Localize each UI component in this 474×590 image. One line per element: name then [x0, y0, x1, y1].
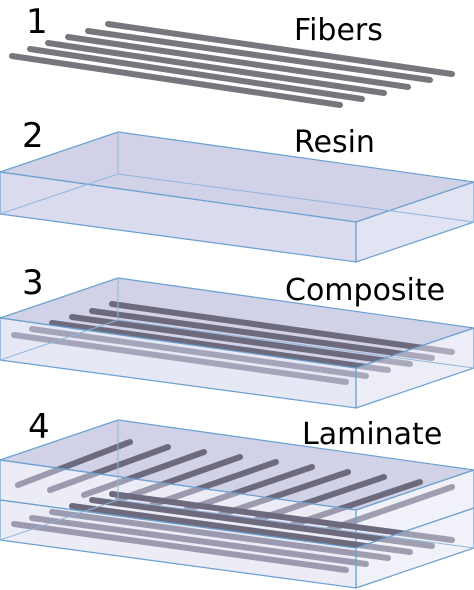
step-title: Fibers: [294, 13, 383, 48]
fiber: [29, 515, 369, 567]
fiber: [89, 308, 435, 361]
fiber: [49, 509, 391, 561]
fiber: [183, 464, 315, 513]
fiber: [15, 439, 133, 488]
fiber: [45, 40, 387, 96]
fiber: [89, 497, 435, 549]
fiber: [49, 320, 391, 373]
fiber: [115, 454, 243, 503]
step-number: 2: [22, 116, 44, 156]
fiber: [109, 301, 455, 355]
step-title: Resin: [294, 125, 375, 160]
fiber: [105, 21, 455, 77]
fiber: [47, 444, 171, 493]
step-1-fibers: 1 Fibers: [9, 2, 455, 108]
fiber: [27, 46, 365, 102]
step-number: 4: [28, 407, 50, 447]
step-4-laminate: 4 Laminate: [0, 407, 474, 589]
step-number: 1: [26, 2, 48, 42]
fiber: [69, 503, 413, 555]
fiber: [149, 459, 279, 508]
step-3-composite: 3 Composite: [0, 263, 474, 409]
fiber: [9, 53, 343, 108]
step-title: Composite: [285, 273, 445, 308]
fiber: [81, 449, 207, 498]
fiber: [65, 34, 411, 90]
step-number: 3: [22, 263, 44, 303]
fiber: [85, 28, 433, 83]
fiber: [109, 491, 455, 543]
fiber: [289, 479, 423, 528]
fiber: [253, 474, 387, 523]
laminate-lower-side: [355, 507, 474, 589]
fiber: [325, 484, 455, 533]
step-title: Laminate: [302, 417, 442, 452]
composite-block-side: [355, 327, 474, 409]
fiber: [11, 521, 349, 573]
step-2-resin: 2 Resin: [0, 116, 474, 263]
fiber: [217, 469, 351, 518]
fiber: [69, 314, 413, 367]
resin-block-side: [355, 181, 474, 263]
